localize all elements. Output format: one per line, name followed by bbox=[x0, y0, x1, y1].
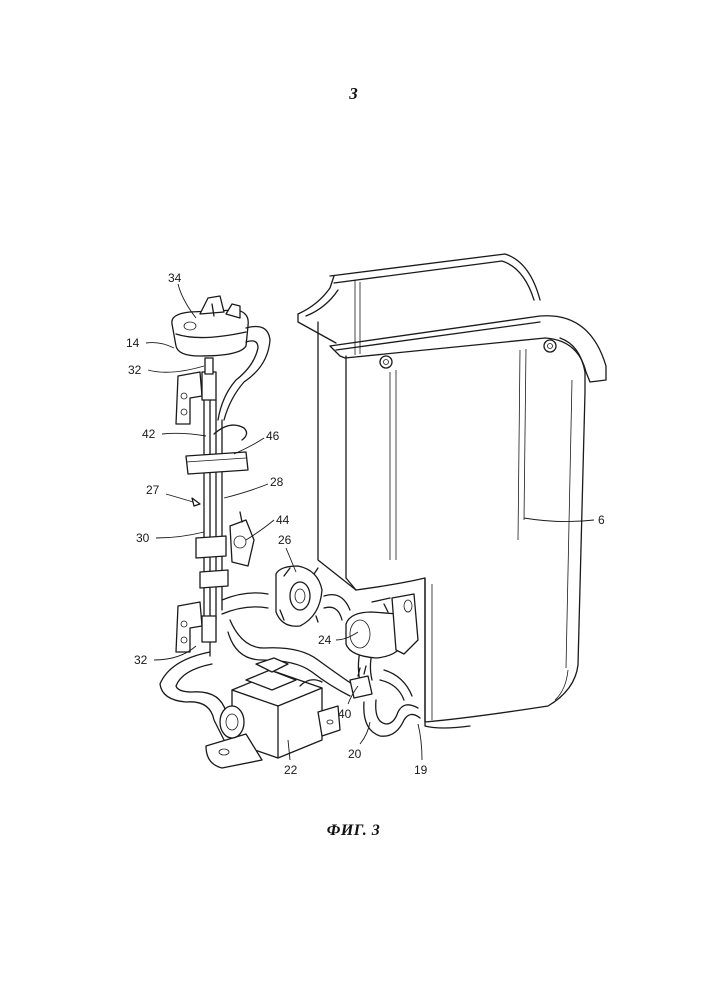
label-6: 6 bbox=[598, 513, 605, 527]
label-34: 34 bbox=[168, 271, 182, 285]
label-46: 46 bbox=[266, 429, 280, 443]
label-32-bottom: 32 bbox=[134, 653, 148, 667]
label-26: 26 bbox=[278, 533, 292, 547]
label-30: 30 bbox=[136, 531, 150, 545]
label-19: 19 bbox=[414, 763, 428, 777]
label-42: 42 bbox=[142, 427, 156, 441]
label-20: 20 bbox=[348, 747, 362, 761]
label-40: 40 bbox=[338, 707, 352, 721]
valve-24 bbox=[346, 594, 418, 658]
label-32-top: 32 bbox=[128, 363, 142, 377]
label-44: 44 bbox=[276, 513, 290, 527]
label-24: 24 bbox=[318, 633, 332, 647]
pump-22 bbox=[206, 658, 340, 768]
heater-assembly bbox=[176, 358, 254, 656]
label-14: 14 bbox=[126, 336, 140, 350]
label-27: 27 bbox=[146, 483, 160, 497]
water-tank bbox=[298, 254, 606, 728]
pump-26 bbox=[276, 566, 322, 626]
label-28: 28 bbox=[270, 475, 284, 489]
label-22: 22 bbox=[284, 763, 298, 777]
figure-caption: ФИГ. 3 bbox=[0, 822, 707, 840]
